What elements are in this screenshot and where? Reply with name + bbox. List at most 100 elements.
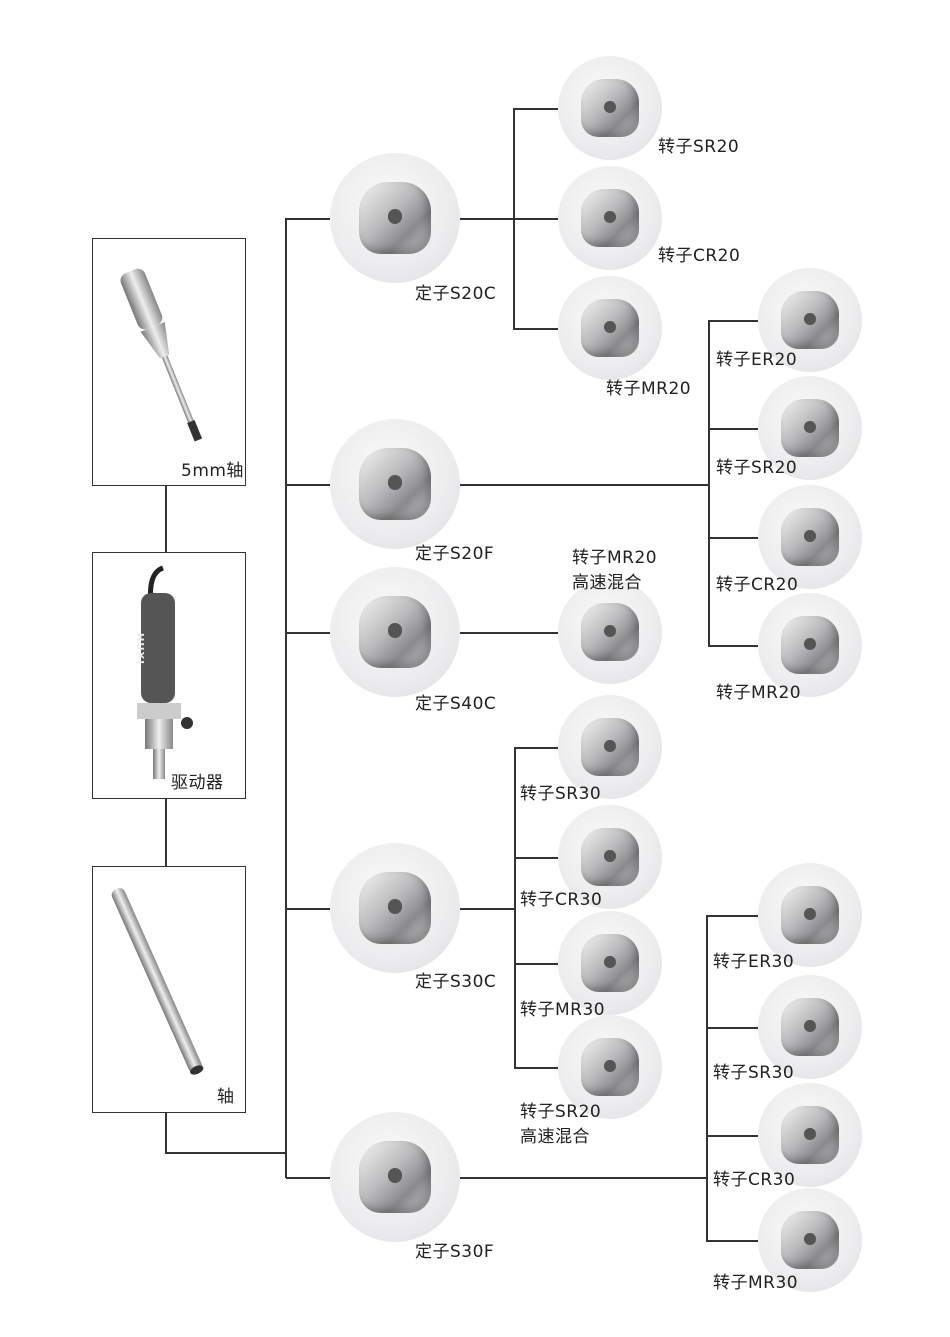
rotor-label: 转子MR30 xyxy=(520,1000,606,1020)
stator-4-image xyxy=(358,1140,432,1214)
stator-3-circle xyxy=(330,843,460,973)
stator-1-image xyxy=(358,447,432,521)
connector-line xyxy=(165,486,167,552)
shaft-label: 轴 xyxy=(217,1087,235,1107)
rotor-4-0-circle xyxy=(758,863,862,967)
rotor-0-0-circle xyxy=(558,56,662,160)
connector-line xyxy=(513,218,558,220)
rotor-4-3-circle xyxy=(758,1188,862,1292)
connector-line xyxy=(514,857,558,859)
connector-line xyxy=(165,799,167,866)
rotor-label: 转子CR20 xyxy=(658,246,741,266)
rotor-4-0-image xyxy=(780,885,840,945)
rotor-label: 转子SR30 xyxy=(713,1063,795,1083)
stator-2-circle xyxy=(330,567,460,697)
stator-2-image xyxy=(358,595,432,669)
stator-label: 定子S20F xyxy=(415,544,495,564)
connector-line xyxy=(165,1113,167,1153)
driver-brand-label: HUXI xyxy=(134,633,145,665)
shaft-5mm-label: 5mm轴 xyxy=(181,461,244,481)
rotor-0-2-circle xyxy=(558,276,662,380)
rotor-0-1-image xyxy=(580,188,640,248)
rotor-label: 转子SR20 xyxy=(716,458,798,478)
shaft-image xyxy=(111,888,204,1075)
rotor-label: 转子CR30 xyxy=(520,890,603,910)
rotor-label: 转子MR20 xyxy=(572,548,658,568)
rotor-label: 转子SR20 xyxy=(520,1102,602,1122)
rotor-3-2-image xyxy=(580,933,640,993)
connector-line xyxy=(706,1135,758,1137)
rotor-0-1-circle xyxy=(558,166,662,270)
rotor-3-0-image xyxy=(580,717,640,777)
driver-image xyxy=(137,565,193,779)
rotor-label: 转子ER20 xyxy=(716,350,798,370)
rotor-1-3-circle xyxy=(758,593,862,697)
stator-0-image xyxy=(358,181,432,255)
rotor-1-1-image xyxy=(780,398,840,458)
rotor-label: 转子MR30 xyxy=(713,1273,799,1293)
rotor-1-0-image xyxy=(780,290,840,350)
rotor-label: 转子MR20 xyxy=(716,683,802,703)
connector-line xyxy=(706,915,758,917)
rotor-1-2-circle xyxy=(758,485,862,589)
connector-line xyxy=(513,108,558,110)
rotor-1-2-image xyxy=(780,507,840,567)
connector-line xyxy=(708,320,710,645)
stator-3-image xyxy=(358,871,432,945)
connector-line xyxy=(165,1152,286,1154)
shaft-5mm-image xyxy=(120,268,203,442)
connector-line xyxy=(460,218,513,220)
rotor-1-3-image xyxy=(780,615,840,675)
rotor-2-0-image xyxy=(580,602,640,662)
shaft-5mm-box: 5mm轴 xyxy=(92,238,246,486)
connector-line xyxy=(514,963,558,965)
stator-label: 定子S40C xyxy=(415,694,497,714)
rotor-label: 转子ER30 xyxy=(713,952,795,972)
rotor-note-label: 高速混合 xyxy=(520,1127,590,1147)
rotor-0-0-image xyxy=(580,78,640,138)
rotor-0-2-image xyxy=(580,298,640,358)
stator-label: 定子S20C xyxy=(415,284,497,304)
rotor-label: 转子SR30 xyxy=(520,784,602,804)
driver-box: HUXI 驱动器 xyxy=(92,552,246,799)
stator-label: 定子S30F xyxy=(415,1242,495,1262)
rotor-3-3-circle xyxy=(558,1015,662,1119)
connector-line xyxy=(286,1177,330,1179)
rotor-4-2-image xyxy=(780,1105,840,1165)
rotor-4-2-circle xyxy=(758,1083,862,1187)
rotor-3-1-image xyxy=(580,827,640,887)
rotor-4-3-image xyxy=(780,1210,840,1270)
connector-line xyxy=(513,328,558,330)
rotor-3-0-circle xyxy=(558,695,662,799)
rotor-4-1-image xyxy=(780,997,840,1057)
shaft-box: 轴 xyxy=(92,866,246,1113)
driver-label: 驱动器 xyxy=(171,773,224,793)
connector-line xyxy=(708,645,758,647)
rotor-4-1-circle xyxy=(758,975,862,1079)
connector-line xyxy=(286,218,330,220)
stator-4-circle xyxy=(330,1112,460,1242)
connector-line xyxy=(286,632,330,634)
connector-line xyxy=(460,908,514,910)
rotor-label: 转子MR20 xyxy=(606,379,692,399)
connector-line xyxy=(285,218,287,1178)
stator-label: 定子S30C xyxy=(415,972,497,992)
connector-line xyxy=(708,537,758,539)
rotor-3-2-circle xyxy=(558,911,662,1015)
rotor-label: 转子CR30 xyxy=(713,1170,796,1190)
connector-line xyxy=(514,747,516,1067)
rotor-2-0-circle xyxy=(558,580,662,684)
rotor-1-0-circle xyxy=(758,268,862,372)
connector-line xyxy=(460,632,558,634)
connector-line xyxy=(460,1177,706,1179)
rotor-3-3-image xyxy=(580,1037,640,1097)
stator-1-circle xyxy=(330,419,460,549)
rotor-3-1-circle xyxy=(558,805,662,909)
stator-0-circle xyxy=(330,153,460,283)
connector-line xyxy=(706,1240,758,1242)
connector-line xyxy=(460,484,708,486)
rotor-note-label: 高速混合 xyxy=(572,573,642,593)
rotor-label: 转子CR20 xyxy=(716,575,799,595)
connector-line xyxy=(286,908,330,910)
